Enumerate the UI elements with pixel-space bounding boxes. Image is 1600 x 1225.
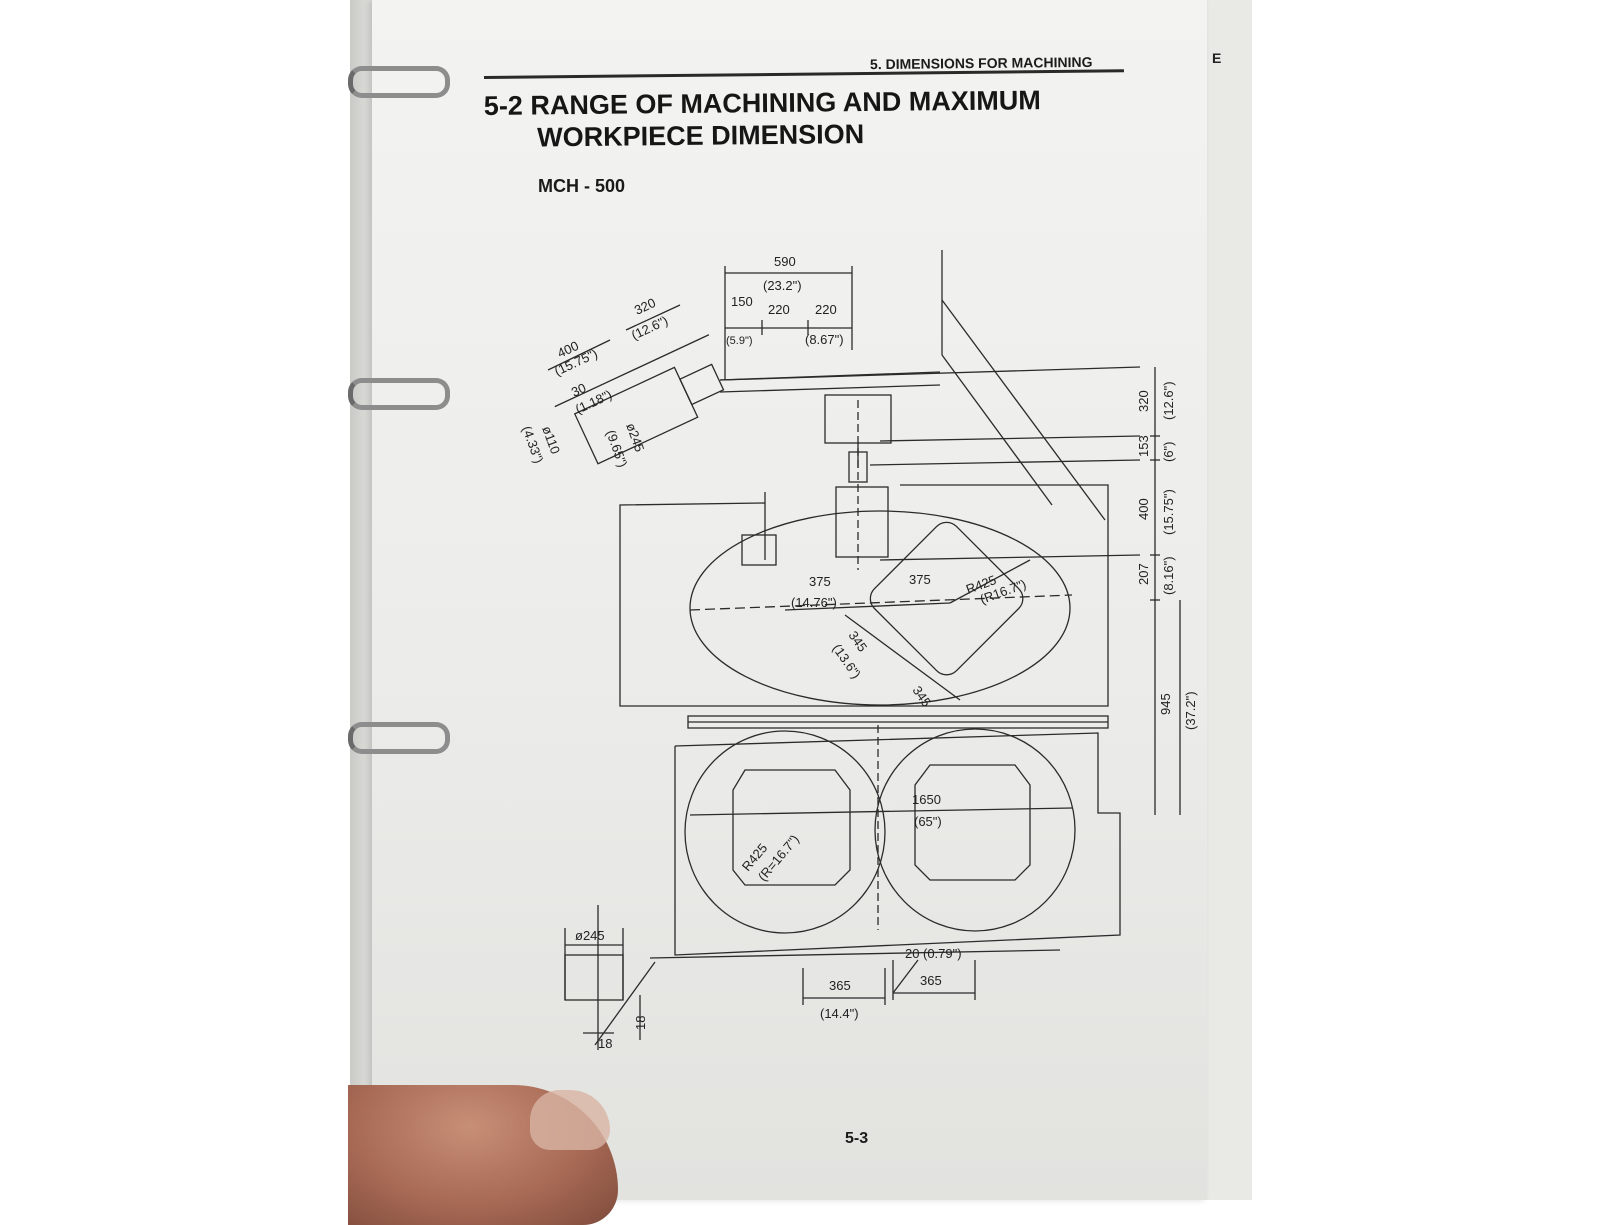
binder-ring-1 [348, 66, 450, 98]
dim-945-v: 945 [1158, 693, 1173, 715]
dim-220-right: 220 [815, 302, 837, 317]
fixture-block [741, 534, 777, 566]
dim-150-in: (5.9") [726, 335, 753, 347]
model-name: MCH - 500 [538, 176, 626, 196]
radius-leader [949, 559, 1031, 604]
pallet-frame [674, 732, 1121, 956]
swing-circle [689, 510, 1071, 706]
dim-365-left: 365 [829, 978, 851, 993]
dim-320-in: (12.6") [629, 313, 670, 343]
table-centerline [689, 594, 1073, 611]
dim-1650-in: (65") [914, 814, 942, 829]
dim-375-in: (14.76") [791, 595, 837, 610]
adjacent-page-letter: E [1212, 50, 1222, 66]
dim-line-1650 [689, 807, 1073, 816]
dim-153-v: 153 [1136, 435, 1151, 457]
detail-dia245: ø245 [575, 928, 605, 943]
manual-page [372, 0, 1207, 1200]
dim-dia245: ø245 [623, 421, 647, 454]
gap-leader [892, 959, 919, 994]
column-diagonal [941, 299, 1106, 521]
dim-gap-20-in: (0.79") [923, 946, 962, 961]
dim-365-left-in: (14.4") [820, 1006, 859, 1021]
detail-18-v: 18 [633, 1016, 648, 1030]
dim-207-v-in: (8.16") [1161, 556, 1176, 595]
tool-dim-320-line [625, 304, 681, 331]
dim-365-right: 365 [920, 973, 942, 988]
dim-1650: 1650 [912, 792, 941, 807]
tool-detail-dimline [554, 334, 710, 408]
dim-375-right: 375 [909, 572, 931, 587]
detail-part [564, 954, 624, 1001]
dim-153-v-in: (6") [1161, 441, 1176, 462]
pallet-circle-left [684, 730, 886, 934]
dim-line-375 [784, 602, 951, 611]
dim-30: 30 [569, 380, 588, 400]
extension-line-207 [879, 554, 1141, 561]
tool-detail-shank [679, 363, 725, 406]
dim-400-v-in: (15.75") [1161, 489, 1176, 535]
thumb-nail [530, 1090, 610, 1150]
machining-range-drawing: 590 (23.2") 150 (5.9") 220 220 (8.67") 4… [519, 250, 1198, 1051]
pallet-circle-right [874, 728, 1076, 932]
pallet-left-workpiece [732, 769, 851, 886]
dim-400-v: 400 [1136, 498, 1151, 520]
dim-945-v-in: (37.2") [1183, 691, 1198, 730]
diag-345-line [844, 614, 961, 701]
detail-18-h: 18 [598, 1036, 612, 1051]
dim-375-left: 375 [809, 574, 831, 589]
extension-line-400 [869, 459, 1141, 466]
table-frame [619, 484, 1109, 707]
column-diagonal-inner [941, 354, 1053, 506]
dim-220-in: (8.67") [805, 332, 844, 347]
tool-detail [554, 334, 725, 465]
pallet-base-line [649, 949, 1061, 959]
dim-gap-20: 20 [905, 946, 919, 961]
dim-150: 150 [731, 294, 753, 309]
dim-590: 590 [774, 254, 796, 269]
binder-ring-3 [348, 722, 450, 754]
pallet-right-workpiece [914, 764, 1031, 881]
dim-320: 320 [632, 295, 658, 318]
spindle-ref-line [719, 384, 941, 393]
dim-320-v: 320 [1136, 390, 1151, 412]
dim-320-v-in: (12.6") [1161, 381, 1176, 420]
binder-ring-2 [348, 378, 450, 410]
extension-line-153 [879, 435, 1141, 442]
dim-220-left: 220 [768, 302, 790, 317]
dim-590-in: (23.2") [763, 278, 802, 293]
tool-dim-400-line [547, 339, 611, 371]
tool-body [835, 486, 889, 558]
dim-207-v: 207 [1136, 563, 1151, 585]
binder-gutter [350, 0, 376, 1200]
detail-chamfer [594, 961, 656, 1046]
page-number: 5-3 [845, 1130, 869, 1147]
extension-line-top [719, 366, 1141, 381]
